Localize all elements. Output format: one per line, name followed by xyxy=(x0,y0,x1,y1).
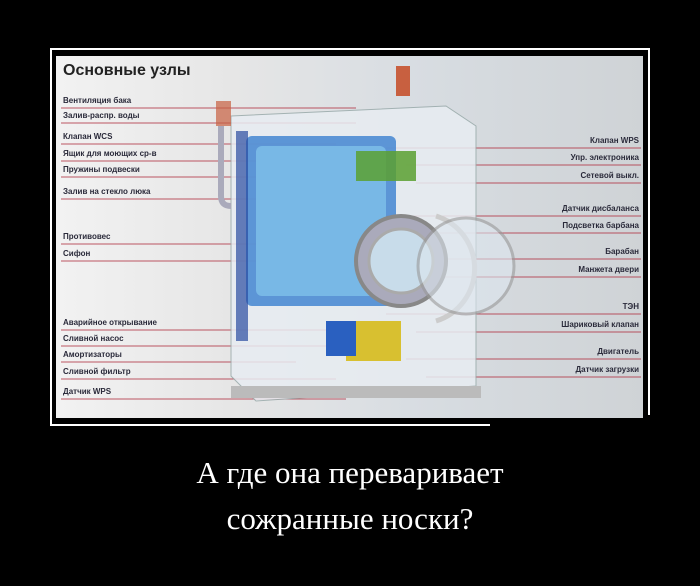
label-ball-valve: Шариковый клапан xyxy=(561,320,639,329)
label-load-sensor: Датчик загрузки xyxy=(575,365,639,374)
poster-frame xyxy=(50,48,650,426)
label-wps-sensor: Датчик WPS xyxy=(63,387,112,396)
label-motor: Двигатель xyxy=(597,347,639,356)
label-power-switch: Сетевой выкл. xyxy=(580,171,639,180)
label-door-seal: Манжета двери xyxy=(578,265,639,274)
label-electronics: Упр. электроника xyxy=(570,153,639,162)
label-imbalance-sensor: Датчик дисбаланса xyxy=(562,204,639,213)
label-tank-vent: Вентиляция бака xyxy=(63,96,132,105)
label-drum: Барабан xyxy=(605,247,639,256)
label-drum-light: Подсветка барбана xyxy=(562,221,639,230)
label-dampers: Амортизаторы xyxy=(63,350,122,359)
label-drain-filter: Сливной фильтр xyxy=(63,367,131,376)
label-siphon: Сифон xyxy=(63,249,91,258)
washing-machine-diagram: Основные узлы Вентиляция бака Залив-расп… xyxy=(56,56,643,418)
caption-line-2: сожранные носки? xyxy=(226,501,474,536)
label-wps-valve: Клапан WPS xyxy=(590,136,639,145)
washing-machine-illustration xyxy=(61,66,641,402)
label-heater: ТЭН xyxy=(622,302,639,311)
label-glass-flush: Залив на стекло люка xyxy=(63,187,151,196)
caption-line-1: А где она переваривает xyxy=(196,455,504,490)
label-wcs-valve: Клапан WCS xyxy=(63,132,113,141)
label-springs: Пружины подвески xyxy=(63,165,140,174)
label-water-inlet: Залив-распр. воды xyxy=(63,111,140,120)
diagram-title: Основные узлы xyxy=(63,62,191,79)
label-detergent-drawer: Ящик для моющих ср-в xyxy=(63,149,157,158)
label-emergency-open: Аварийное открывание xyxy=(63,318,157,327)
label-counterweight: Противовес xyxy=(63,232,111,241)
label-drain-pump: Сливной насос xyxy=(63,334,124,343)
